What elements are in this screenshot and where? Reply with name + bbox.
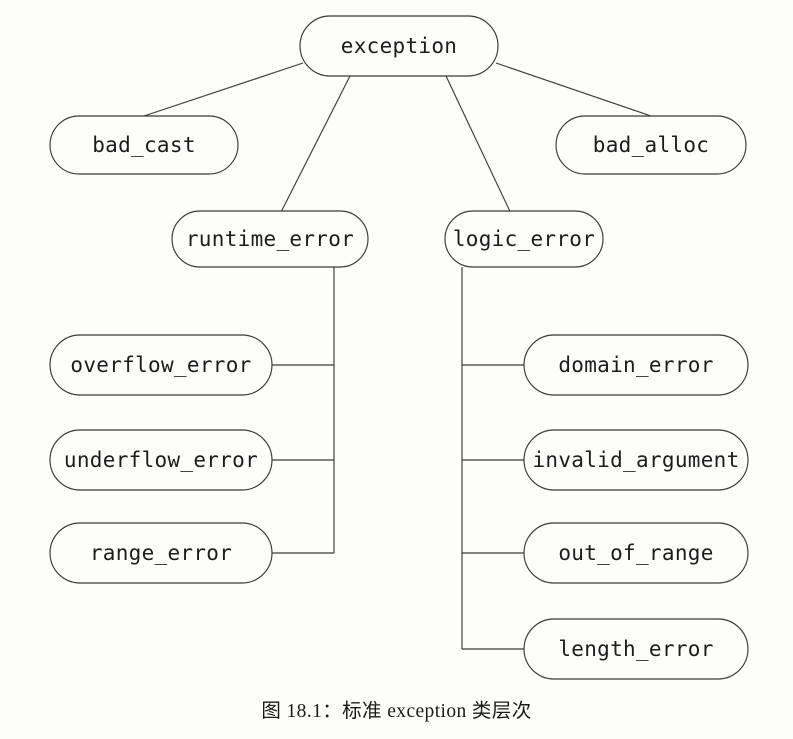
node-bad-cast-label: bad_cast [92, 133, 196, 157]
connector-group [143, 62, 652, 650]
node-range-error[interactable]: range_error [49, 522, 273, 584]
node-logic-error[interactable]: logic_error [444, 210, 604, 268]
edge-exception-logic-error [445, 75, 516, 223]
node-runtime-error-label: runtime_error [186, 227, 354, 251]
node-domain-error-shape [523, 334, 749, 396]
node-invalid-argument-label: invalid_argument [532, 448, 739, 472]
node-runtime-error-shape [171, 210, 369, 268]
node-domain-error-label: domain_error [558, 353, 713, 377]
node-logic-error-shape [444, 210, 604, 268]
edge-exception-runtime-error [275, 75, 351, 223]
node-invalid-argument[interactable]: invalid_argument [523, 429, 749, 491]
edge-exception-bad-cast [143, 62, 304, 117]
node-length-error-label: length_error [558, 637, 713, 661]
node-bad-cast-shape [49, 115, 239, 175]
node-length-error-shape [523, 618, 749, 680]
node-invalid-argument-shape [523, 429, 749, 491]
node-runtime-error[interactable]: runtime_error [171, 210, 369, 268]
node-overflow-error-label: overflow_error [70, 353, 251, 377]
node-overflow-error[interactable]: overflow_error [49, 334, 273, 396]
edge-exception-bad-alloc [495, 62, 652, 117]
node-exception[interactable]: exception [299, 15, 499, 77]
node-bad-cast[interactable]: bad_cast [49, 115, 239, 175]
node-range-error-label: range_error [90, 541, 232, 565]
node-bad-alloc-shape [555, 115, 747, 175]
node-underflow-error[interactable]: underflow_error [49, 429, 273, 491]
node-out-of-range-shape [523, 522, 749, 584]
node-group: exception bad_cast bad_alloc runtime_err… [49, 15, 749, 680]
node-underflow-error-label: underflow_error [64, 448, 258, 472]
node-overflow-error-shape [49, 334, 273, 396]
node-out-of-range-label: out_of_range [558, 541, 713, 565]
node-bad-alloc[interactable]: bad_alloc [555, 115, 747, 175]
node-exception-label: exception [341, 34, 458, 58]
node-bad-alloc-label: bad_alloc [593, 133, 710, 157]
node-length-error[interactable]: length_error [523, 618, 749, 680]
figure-caption: 图 18.1：标准 exception 类层次 [261, 701, 532, 722]
node-domain-error[interactable]: domain_error [523, 334, 749, 396]
node-logic-error-label: logic_error [453, 227, 595, 251]
node-range-error-shape [49, 522, 273, 584]
node-exception-shape [299, 15, 499, 77]
node-out-of-range[interactable]: out_of_range [523, 522, 749, 584]
node-underflow-error-shape [49, 429, 273, 491]
